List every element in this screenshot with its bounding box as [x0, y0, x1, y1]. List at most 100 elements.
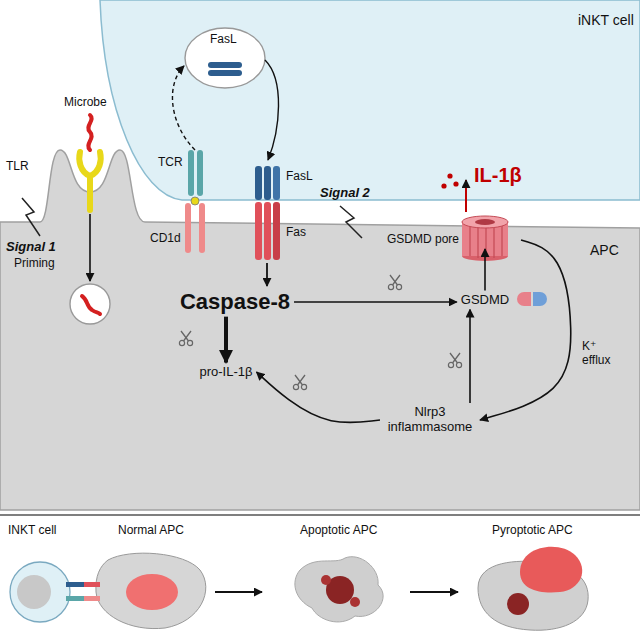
microbe	[88, 115, 91, 150]
pyroptotic-cell	[520, 547, 582, 593]
arrow-connector	[469, 309, 471, 403]
panel-divider	[0, 512, 640, 639]
fasl-vesicle	[172, 66, 195, 150]
gsdmd-pore	[462, 216, 508, 228]
arrow-connector	[294, 301, 457, 303]
node-text: Nlrp3 inflammasome	[384, 405, 476, 435]
lightning-bolt	[22, 198, 362, 238]
fas-signal-arrow	[267, 263, 268, 286]
node-text: iNKT cell	[578, 12, 634, 28]
node-text: GSDMD	[461, 293, 509, 308]
inkt-cell-body	[100, 0, 640, 200]
fas-receptor	[264, 202, 271, 260]
cell-region: APC Caspase-8 pro-IL-1β GSDMD GSDMD poreNlrp…	[0, 150, 640, 510]
inkt-apc-contact	[17, 575, 51, 609]
lightning-bolt	[22, 198, 40, 236]
cleavage-scissors	[293, 375, 306, 390]
node-text: APC	[590, 242, 619, 258]
inkt-apc-contact	[96, 553, 206, 628]
fasl-vesicle	[208, 70, 242, 76]
node-text: Caspase-8	[180, 289, 290, 314]
fasl-vesicle	[208, 62, 242, 68]
apoptotic-cell	[350, 597, 360, 607]
label-text: FasL	[210, 33, 237, 47]
stage-arrow	[410, 591, 458, 593]
arrow-connector	[484, 249, 486, 291]
label-text: CD1d	[150, 232, 181, 246]
fasl-vesicle	[185, 28, 265, 88]
tcr-receptor	[188, 150, 194, 196]
priming-arrow	[89, 214, 91, 281]
apoptotic-cell	[295, 557, 383, 622]
fasl-trimer	[273, 166, 280, 200]
arrow-connector	[257, 372, 381, 423]
gsdmd-protein	[517, 292, 547, 306]
label-text: Microbe	[64, 96, 107, 110]
arrow-connector	[480, 240, 571, 420]
apc-body	[0, 150, 640, 510]
node-text: GSDMD pore	[387, 233, 459, 247]
phagosome	[82, 296, 100, 314]
complex-label: Nlrp3 inflammasome	[380, 403, 480, 437]
inkt-apc-contact	[10, 553, 206, 628]
label-text: Priming	[14, 257, 55, 271]
pyroptotic-cell	[507, 593, 529, 615]
gsdmd-pore	[475, 219, 495, 225]
fas-receptor	[255, 202, 262, 260]
label-text: Fas	[286, 226, 306, 240]
inkt-cell-body	[100, 0, 640, 200]
priming-arrow	[90, 214, 91, 281]
panel-divider	[0, 514, 640, 516]
label-text: FasL	[286, 170, 313, 184]
tcr-receptor	[197, 150, 203, 196]
phagosome	[70, 284, 110, 324]
inkt-apc-contact	[126, 574, 178, 610]
fasl-trimer	[255, 166, 262, 200]
cd1d-antigen	[188, 197, 202, 250]
apc-body	[0, 150, 640, 510]
label-text: Signal 1	[6, 240, 56, 255]
stage-arrow	[215, 591, 262, 593]
fasl-vesicle	[172, 28, 278, 160]
protein-label: pro-IL-1β	[196, 363, 257, 382]
enzyme-label: Caspase-8	[176, 287, 294, 316]
label-text: TLR	[6, 160, 29, 174]
inkt-apc-contact	[66, 582, 84, 587]
il1b-release	[465, 180, 467, 212]
tcr-receptor	[188, 150, 203, 196]
arrow-connector	[224, 317, 228, 363]
il1b-release	[441, 173, 466, 212]
label-text: Pyroptotic APC	[492, 524, 573, 538]
tlr-receptor	[79, 152, 100, 210]
fas-receptor	[255, 202, 280, 260]
inkt-apc-contact	[84, 582, 100, 587]
fasl-vesicle	[265, 60, 279, 160]
fasl-trimer	[255, 166, 280, 200]
cleavage-scissors	[179, 275, 461, 390]
label-text: Signal 2	[320, 186, 370, 201]
cleavage-scissors	[388, 275, 401, 290]
inkt-apc-contact	[66, 596, 84, 601]
inkt-apc-contact	[10, 562, 70, 622]
gsdmd-protein	[517, 292, 531, 306]
tlr-receptor	[79, 152, 100, 210]
fas-receptor	[273, 202, 280, 260]
pyroptotic-cell	[478, 547, 588, 631]
lightning-bolt	[340, 206, 362, 238]
label-text: IL-1β	[474, 164, 522, 187]
il1b-release	[441, 183, 446, 188]
inkt-apc-contact	[84, 596, 100, 601]
cd1d-antigen	[188, 206, 202, 250]
il1b-release	[453, 181, 458, 186]
edge-label: K⁺ efflux	[580, 340, 630, 368]
gsdmd-protein	[533, 292, 547, 306]
fas-signal-arrow	[266, 263, 268, 286]
label-text: INKT cell	[8, 524, 56, 538]
protein-label: GSDMD	[457, 291, 553, 310]
il1b-release	[447, 173, 452, 178]
node-text: pro-IL-1β	[200, 365, 253, 380]
gsdmd-pore	[470, 224, 502, 258]
phagosome	[70, 284, 110, 324]
